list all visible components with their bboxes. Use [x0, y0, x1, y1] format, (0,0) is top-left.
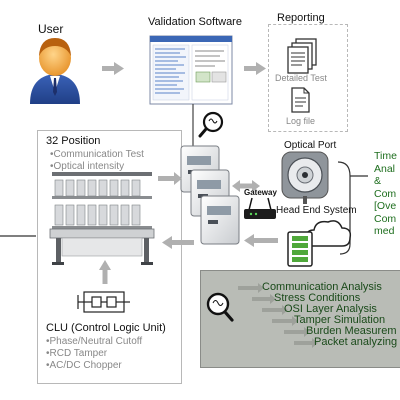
side-text-line: Com	[374, 212, 397, 225]
arrow-bench-to-meter-upper	[158, 172, 182, 185]
clu-item-phase-neutral-cutoff: •Phase/Neutral Cutoff	[46, 336, 143, 347]
analysis-list: Communication Analysis Stress Conditions…	[200, 270, 400, 366]
side-text-line: Time	[374, 150, 397, 162]
reporting-label: Reporting	[277, 12, 325, 24]
arrow-headend-to-meter	[244, 234, 278, 247]
analysis-item-tamper: Tamper Simulation	[294, 314, 386, 326]
gateway-router-icon	[244, 197, 276, 219]
validation-software-window	[149, 35, 233, 105]
gateway-label: Gateway	[244, 188, 277, 197]
validation-software-label: Validation Software	[148, 16, 242, 28]
optical-port-label: Optical Port	[284, 140, 337, 151]
user-label: User	[38, 22, 64, 36]
side-text-line: med	[374, 225, 395, 237]
arrow-software-to-reporting	[244, 62, 266, 75]
analysis-item-burden: Burden Measurem	[306, 325, 397, 337]
test-bench-rig	[49, 172, 155, 265]
analysis-item-stress: Stress Conditions	[274, 292, 361, 304]
detailed-test-documents-icon	[287, 38, 317, 74]
side-text-line: Com	[374, 187, 397, 200]
user-icon	[30, 38, 80, 104]
rig-title: 32 Position	[46, 135, 101, 147]
clu-title: CLU (Control Logic Unit)	[46, 322, 166, 334]
arrow-clu-to-bench	[99, 260, 111, 284]
analysis-item-packet: Packet analyzing	[314, 336, 398, 348]
arrow-user-to-software	[102, 62, 124, 75]
analysis-step-arrows	[238, 283, 318, 348]
head-end-system-label: Head End System	[276, 205, 357, 216]
analysis-box	[200, 270, 400, 368]
optical-port-icon	[281, 151, 329, 204]
analysis-item-communication: Communication Analysis	[262, 281, 382, 293]
detailed-test-label: Detailed Test	[275, 73, 327, 83]
side-text-line: Anal	[374, 162, 396, 175]
arrow-meter-gateway	[232, 180, 260, 192]
arrow-meter-to-bench	[162, 236, 194, 249]
clu-circuit-icon	[77, 291, 130, 313]
right-side-text: Time Anal & Com [Ove Com med	[374, 150, 400, 238]
side-text-line: [Ove	[374, 200, 397, 212]
rig-item-communication-test: •Communication Test	[50, 149, 144, 160]
magnifier-icon-analysis	[206, 292, 234, 322]
head-end-server-icon	[287, 231, 313, 267]
test-area-box	[37, 130, 182, 384]
log-file-icon	[291, 87, 310, 113]
connector-right-bracket	[337, 161, 351, 255]
clu-item-rcd-tamper: •RCD Tamper	[46, 348, 108, 359]
clu-item-ac-dc-chopper: •AC/DC Chopper	[46, 360, 122, 371]
smart-meter-3	[200, 195, 240, 245]
magnifier-icon-top	[198, 111, 224, 138]
log-file-label: Log file	[286, 116, 316, 126]
side-text-line: &	[374, 175, 382, 187]
rig-item-optical-intensity: •Optical intensity	[50, 161, 125, 172]
reporting-box	[268, 24, 348, 132]
analysis-item-osi: OSI Layer Analysis	[284, 303, 377, 315]
